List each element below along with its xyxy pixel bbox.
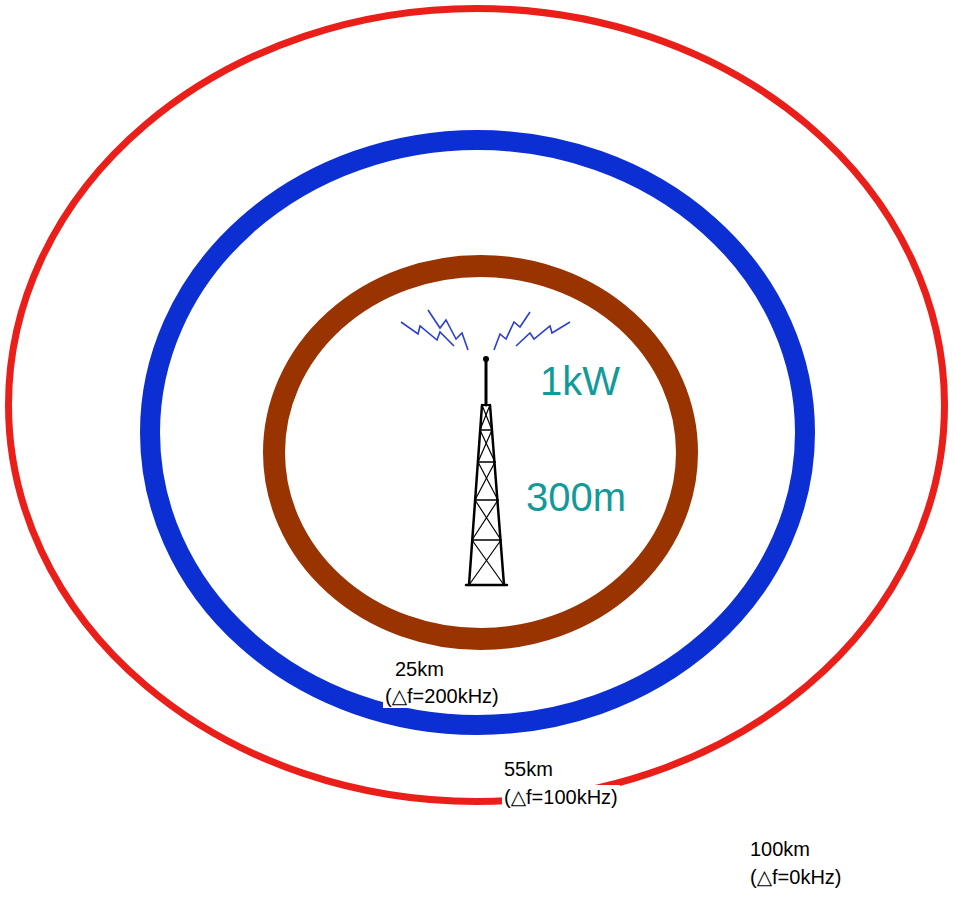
power-label: 1kW xyxy=(540,358,620,404)
frequency-offset-label: (△f=100kHz) xyxy=(502,785,620,809)
distance-label: 100km xyxy=(748,837,812,861)
coverage-ring: 25km(△f=200kHz) xyxy=(263,255,698,650)
coverage-ring: 100km(△f=0kHz)55km(△f=100kHz)25km(△f=200… xyxy=(5,5,948,805)
height-label: 300m xyxy=(526,474,626,520)
distance-label: 25km xyxy=(393,657,446,681)
ring-outline xyxy=(263,255,698,650)
frequency-offset-label: (△f=0kHz) xyxy=(748,865,844,889)
tower-symbol xyxy=(466,356,507,585)
radio-waves xyxy=(401,310,570,350)
frequency-offset-label: (△f=200kHz) xyxy=(383,684,501,708)
ring-stroke xyxy=(150,140,805,725)
ring-stroke xyxy=(274,266,687,639)
ring-stroke xyxy=(9,9,945,802)
coverage-ring: 55km(△f=100kHz)25km(△f=200kHz) xyxy=(140,130,815,735)
distance-label: 55km xyxy=(502,757,555,781)
